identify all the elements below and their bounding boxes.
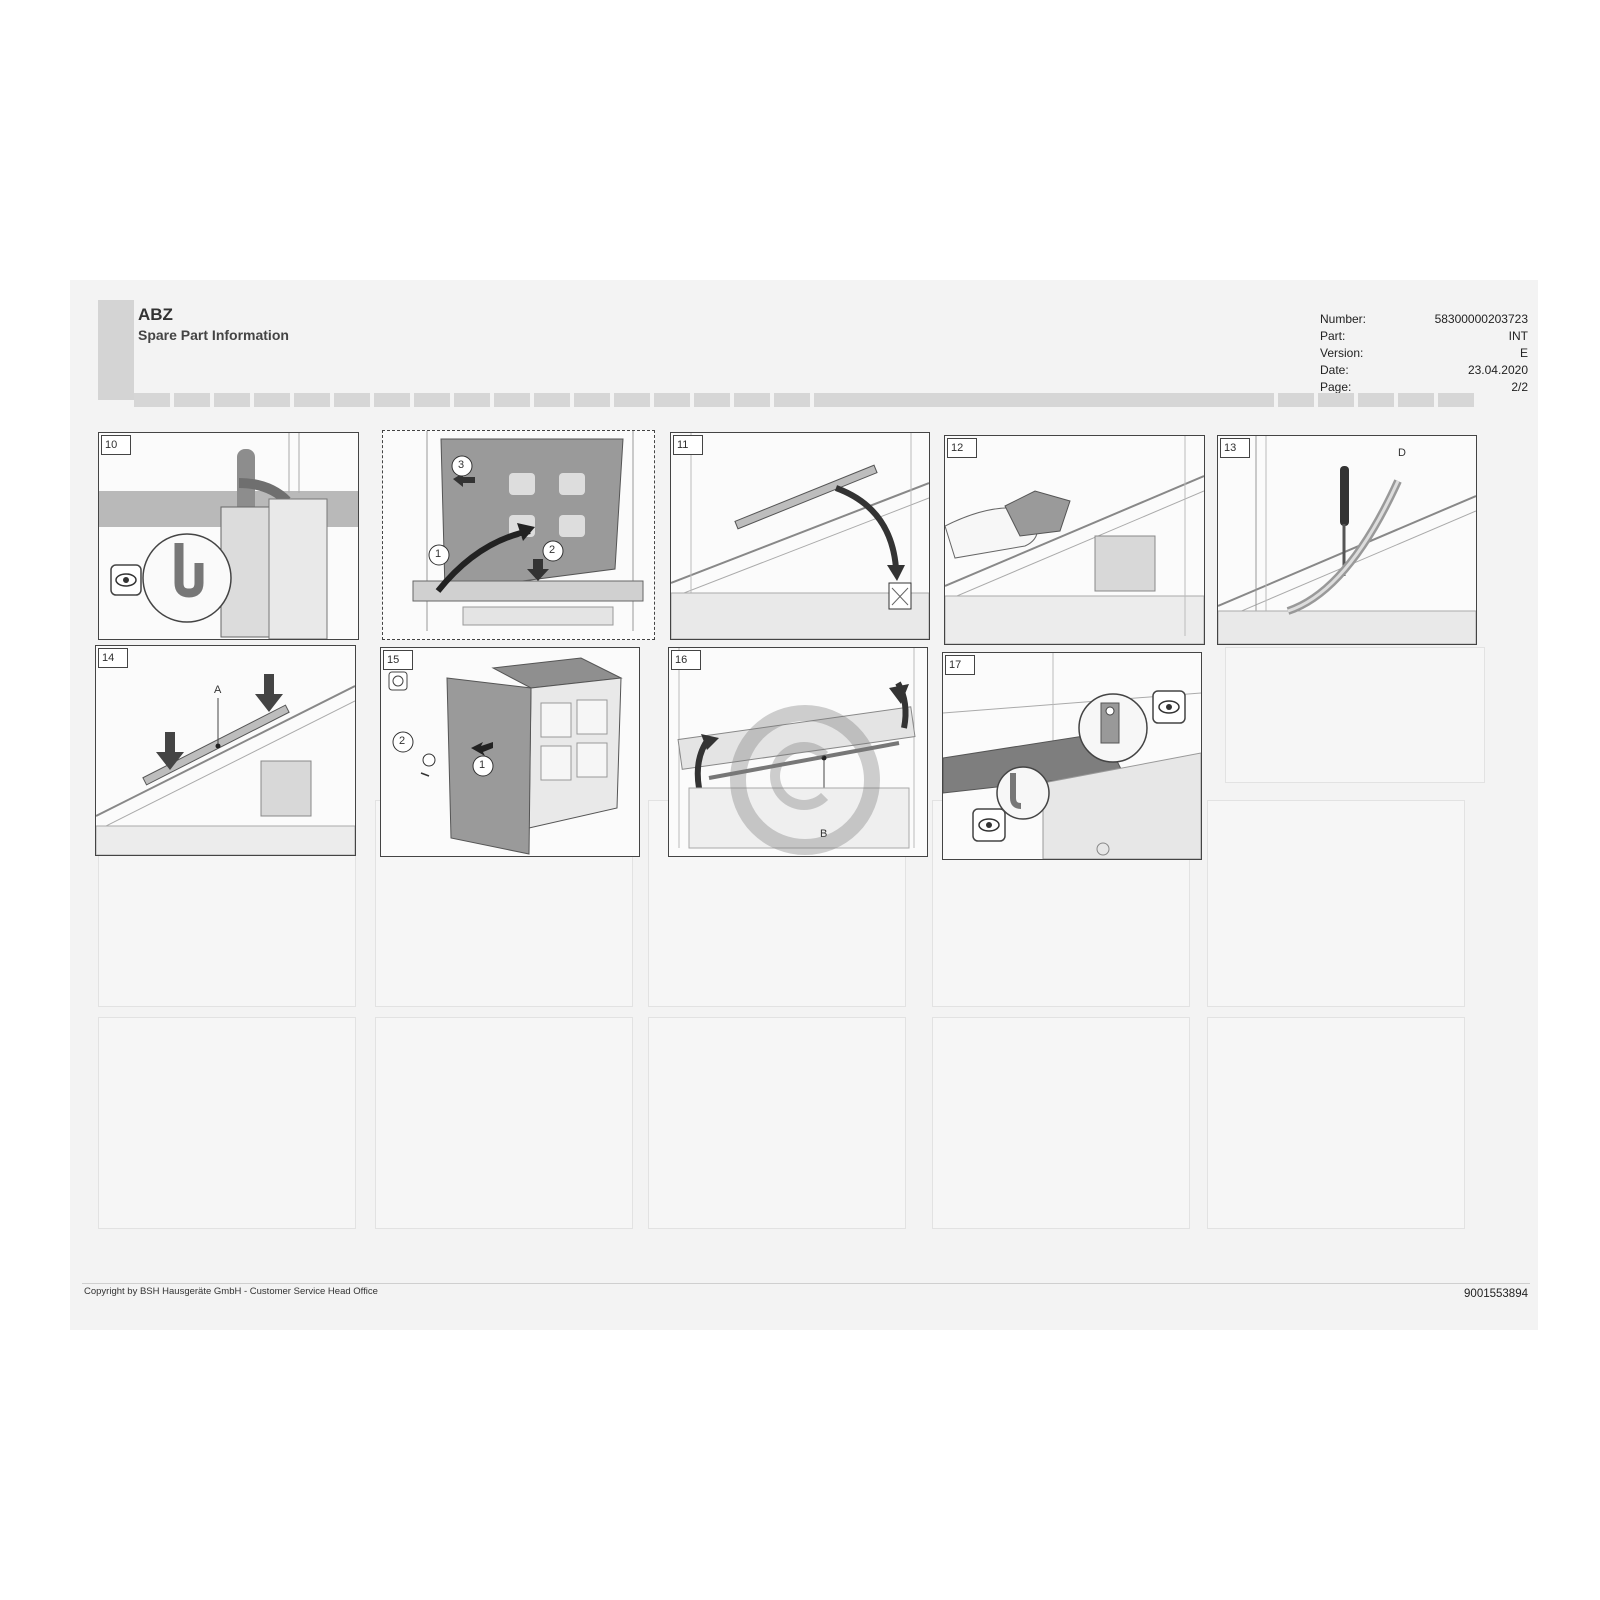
footer-divider — [82, 1283, 1530, 1284]
step-number: 15 — [383, 650, 413, 670]
step-14-panel: 14 A — [95, 645, 356, 856]
document-sheet: ABZ Spare Part Information Number:583000… — [70, 280, 1538, 1330]
ghost-panel — [98, 1017, 356, 1229]
step-number: 11 — [673, 435, 703, 455]
step-11-illustration — [671, 433, 929, 639]
meta-date: Date:23.04.2020 — [1320, 363, 1528, 377]
ghost-panel — [648, 1017, 906, 1229]
meta-part: Part:INT — [1320, 329, 1528, 343]
step-13-illustration — [1218, 436, 1476, 644]
ghost-panel — [932, 1017, 1190, 1229]
step-17-illustration — [943, 653, 1201, 859]
step-12-illustration — [945, 436, 1204, 644]
document-meta: Number:58300000203723 Part:INT Version:E… — [1320, 312, 1528, 397]
ghost-panel — [1225, 647, 1485, 783]
meta-number: Number:58300000203723 — [1320, 312, 1528, 326]
footer-document-number: 9001553894 — [1464, 1288, 1528, 1300]
step-number: 13 — [1220, 438, 1250, 458]
step-11-panel: 11 — [670, 432, 930, 640]
meta-version: Version:E — [1320, 346, 1528, 360]
step-number: 12 — [947, 438, 977, 458]
step-dashed-illustration — [412, 431, 644, 631]
brand-title: ABZ — [138, 305, 173, 324]
step-number: 17 — [945, 655, 975, 675]
ghost-panel — [375, 1017, 633, 1229]
callout-2: 2 — [549, 544, 556, 556]
step-number: 16 — [671, 650, 701, 670]
callout-B: B — [820, 828, 828, 840]
step-13-panel: 13 D — [1217, 435, 1477, 645]
header-accent-bar — [98, 300, 134, 400]
step-10-illustration — [99, 433, 358, 639]
document-subtitle: Spare Part Information — [138, 327, 289, 343]
step-15-panel: 15 1 2 — [380, 647, 640, 857]
ghost-panel — [1207, 1017, 1465, 1229]
callout-3: 3 — [458, 459, 465, 471]
meta-page: Page:2/2 — [1320, 380, 1528, 394]
callout-2: 2 — [399, 735, 406, 747]
step-17-panel: 17 — [942, 652, 1202, 860]
callout-1: 1 — [435, 548, 442, 560]
callout-D: D — [1398, 447, 1406, 459]
header-segment-strip — [134, 393, 1544, 407]
footer-copyright: Copyright by BSH Hausgeräte GmbH - Custo… — [84, 1286, 378, 1297]
step-14-illustration — [96, 674, 355, 855]
step-number: 10 — [101, 435, 131, 455]
callout-A: A — [214, 684, 222, 696]
step-15-illustration — [388, 657, 623, 855]
step-12-panel: 12 — [944, 435, 1205, 645]
callout-1: 1 — [479, 759, 486, 771]
step-number: 14 — [98, 648, 128, 668]
step-10-panel: 10 — [98, 432, 359, 640]
watermark-logo-inner — [770, 742, 838, 810]
step-panel-dashed: 1 2 3 — [382, 430, 655, 640]
ghost-panel — [1207, 800, 1465, 1007]
